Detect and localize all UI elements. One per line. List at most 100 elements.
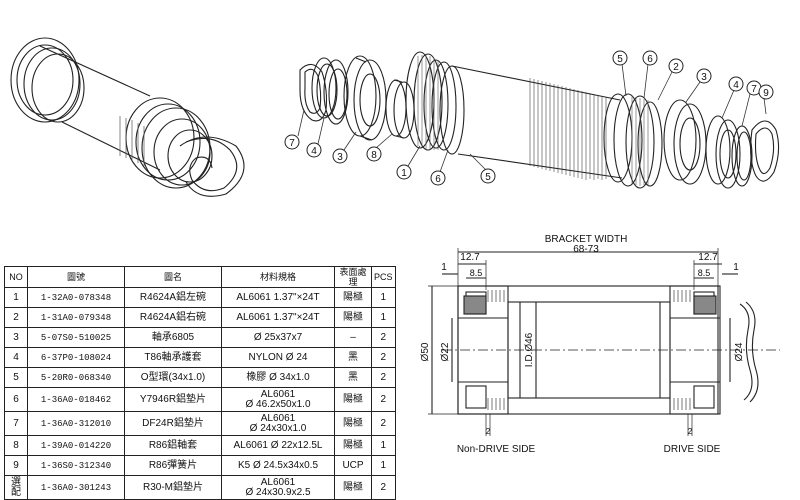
table-cell: – (334, 327, 372, 348)
table-cell: AL6061 1.37"×24T (221, 287, 335, 308)
table-cell: 6-37P0-108024 (27, 347, 125, 368)
table-cell: 1 (371, 455, 396, 476)
table-cell: 陽極 (334, 387, 372, 412)
svg-text:3: 3 (701, 72, 707, 83)
table-cell: AL6061 Ø 22x12.5L (221, 435, 335, 456)
table-cell: 陽極 (334, 411, 372, 436)
table-cell: 1-31A0-079348 (27, 307, 125, 328)
table-cell: 7 (4, 411, 28, 436)
svg-text:7: 7 (289, 138, 295, 149)
table-cell: AL6061 1.37"×24T (221, 307, 335, 328)
table-cell: K5 Ø 24.5x34x0.5 (221, 455, 335, 476)
svg-text:5: 5 (617, 54, 623, 65)
table-cell: 9 (4, 455, 28, 476)
table-cell: AL6061 Ø 46.2x50x1.0 (221, 387, 335, 412)
svg-text:5: 5 (485, 172, 491, 183)
dim-diameter-50: Ø50 (420, 342, 431, 361)
table-cell: 3 (4, 327, 28, 348)
table-cell: 5-07S0-510025 (27, 327, 125, 348)
svg-text:4: 4 (733, 80, 739, 91)
callout: 7 (284, 134, 300, 150)
header-pcs: PCS (371, 266, 396, 288)
callout: 5 (480, 168, 496, 184)
table-cell: 2 (371, 475, 396, 500)
header-material-spec: 材料規格 (221, 266, 335, 288)
section-drawing (428, 248, 780, 436)
svg-text:2: 2 (673, 62, 679, 73)
table-cell: 1 (4, 287, 28, 308)
callout: 4 (728, 76, 744, 92)
dim-diameter-22: Ø22 (440, 342, 451, 361)
svg-text:4: 4 (311, 146, 317, 157)
callout: 4 (306, 142, 322, 158)
svg-text:9: 9 (763, 88, 769, 99)
svg-text:6: 6 (647, 54, 653, 65)
table-cell: AL6061 Ø 24x30.9x2.5 (221, 475, 335, 500)
table-cell: 1 (371, 307, 396, 328)
table-cell: Y7946R鋁墊片 (124, 387, 222, 412)
table-cell: 黑 (334, 347, 372, 368)
table-cell: DF24R鋁墊片 (124, 411, 222, 436)
dim-one-right: 1 (733, 262, 739, 273)
table-cell: 陽極 (334, 435, 372, 456)
table-cell: 2 (371, 411, 396, 436)
bracket-width-value: 68-73 (573, 244, 599, 255)
table-cell: 1-39A0-014220 (27, 435, 125, 456)
svg-text:3: 3 (337, 152, 343, 163)
table-cell: AL6061 Ø 24x30x1.0 (221, 411, 335, 436)
table-cell: 2 (371, 387, 396, 412)
dim-inner-diameter-46: I.D.Ø46 (524, 332, 535, 367)
tube-thread (529, 78, 607, 180)
table-cell: UCP (334, 455, 372, 476)
table-cell: R30-M鋁墊片 (124, 475, 222, 500)
callout: 5 (612, 50, 628, 66)
bracket-width-label: BRACKET WIDTH (545, 234, 628, 245)
callout: 6 (430, 170, 446, 186)
drive-side-label: DRIVE SIDE (664, 444, 721, 455)
callout: 8 (366, 146, 382, 162)
table-cell: 1-36A0-018462 (27, 387, 125, 412)
assembled-view (10, 37, 245, 197)
table-cell: 8 (4, 435, 28, 456)
callout: 2 (668, 58, 684, 74)
svg-text:8: 8 (371, 150, 377, 161)
table-cell: 1-32A0-078348 (27, 287, 125, 308)
table-cell: 1-36S0-312340 (27, 455, 125, 476)
table-cell: 2 (371, 367, 396, 388)
dim-eight-five-right: 8.5 (698, 268, 711, 278)
table-cell: 橡膠 Ø 34x1.0 (221, 367, 335, 388)
callout: 9 (758, 84, 774, 100)
dim-diameter-24: Ø24 (734, 342, 745, 361)
table-cell: 2 (371, 347, 396, 368)
callout: 3 (332, 148, 348, 164)
table-cell: 1-36A0-312010 (27, 411, 125, 436)
dim-two-left: 2 (486, 427, 491, 436)
table-header-row: NO 圖號 圖名 材料規格 表面處理 PCS (4, 266, 396, 288)
callout: 3 (696, 68, 712, 84)
svg-text:7: 7 (751, 84, 757, 95)
header-surface-treatment: 表面處理 (334, 266, 372, 288)
table-cell: 陽極 (334, 287, 372, 308)
table-cell: 2 (371, 327, 396, 348)
callout: 1 (396, 164, 412, 180)
table-cell: T86軸承護套 (124, 347, 222, 368)
table-cell: NYLON Ø 24 (221, 347, 335, 368)
table-cell: R86彈簧片 (124, 455, 222, 476)
table-cell: 6 (4, 387, 28, 412)
table-cell: 黑 (334, 367, 372, 388)
table-cell: R86鋁軸套 (124, 435, 222, 456)
dim-left-top: 12.7 (460, 252, 480, 263)
header-drawing-no: 圖號 (27, 266, 125, 288)
table-cell: 4 (4, 347, 28, 368)
exploded-view (299, 51, 780, 189)
table-cell: R4624A鋁左碗 (124, 287, 222, 308)
